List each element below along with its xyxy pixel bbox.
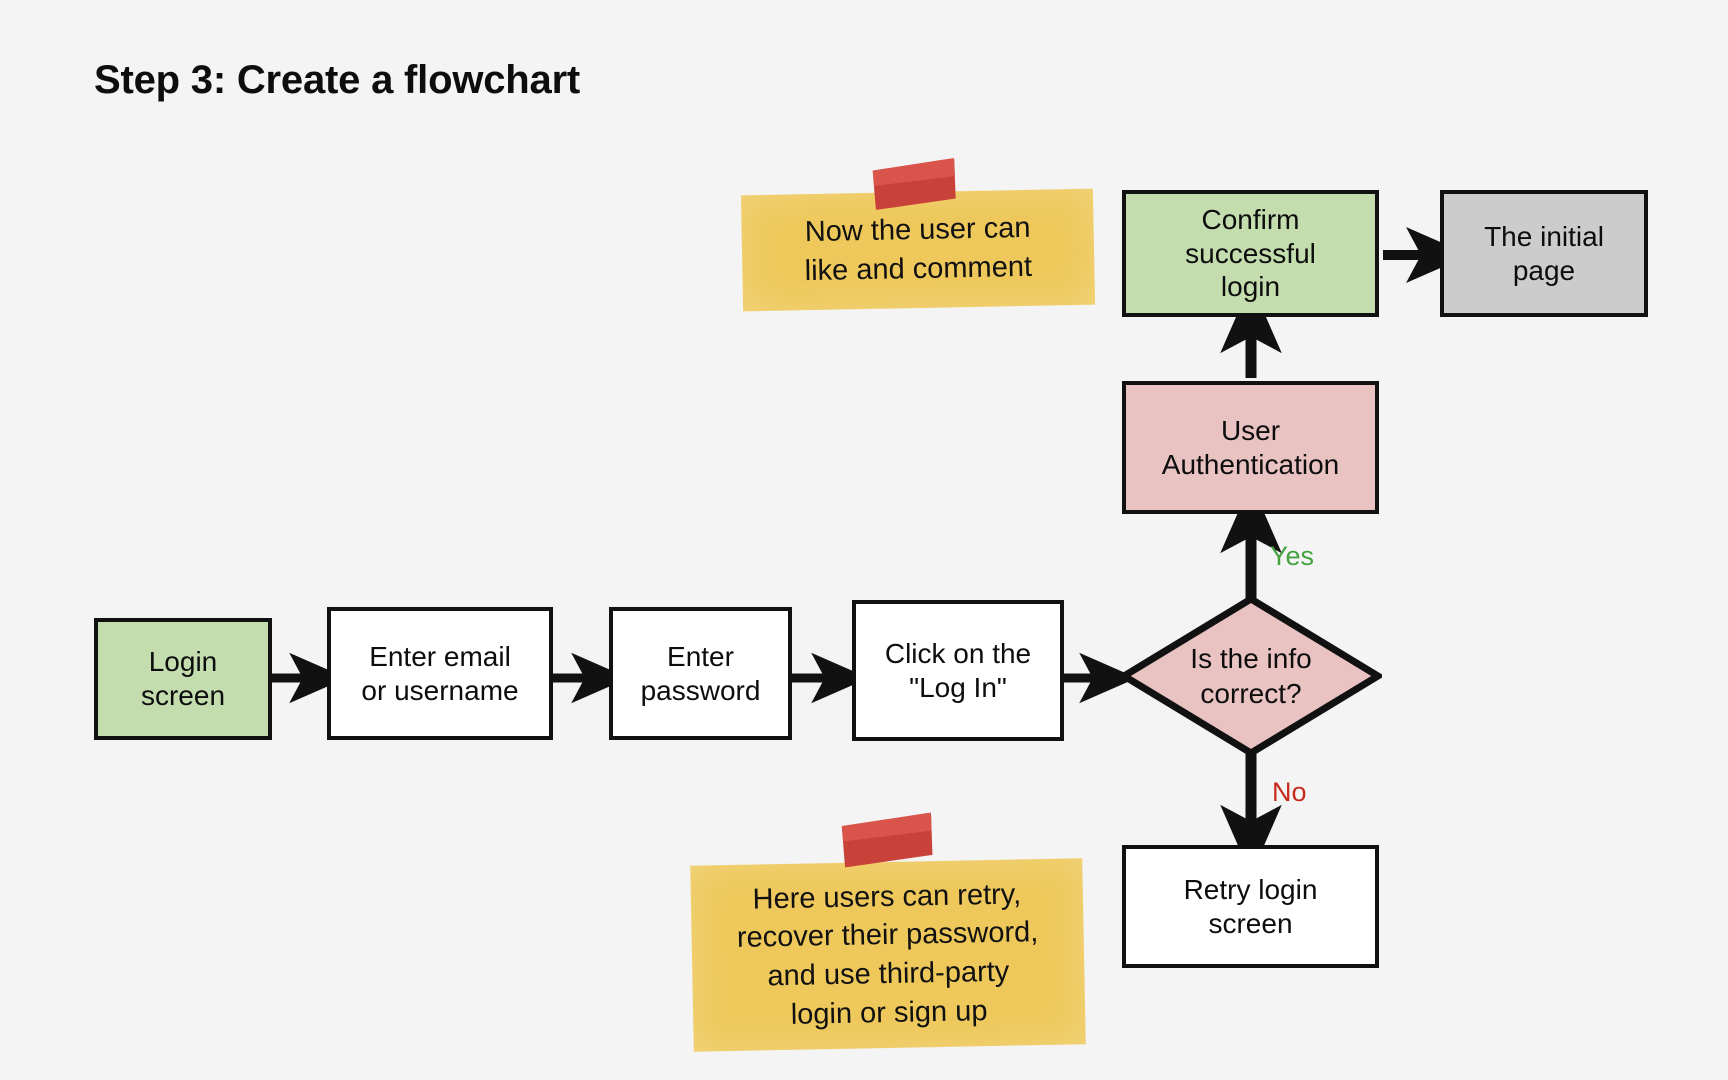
node-confirm-successful-login[interactable]: Confirm successful login — [1122, 190, 1379, 317]
node-enter-email[interactable]: Enter email or username — [327, 607, 553, 740]
node-enter-password[interactable]: Enter password — [609, 607, 792, 740]
node-click-login[interactable]: Click on the "Log In" — [852, 600, 1064, 741]
edge-label-yes: Yes — [1270, 541, 1315, 571]
sticky-note-bottom[interactable]: Here users can retry, recover their pass… — [690, 858, 1086, 1052]
node-login-screen[interactable]: Login screen — [94, 618, 272, 740]
node-user-authentication[interactable]: User Authentication — [1122, 381, 1379, 514]
page-title: Step 3: Create a flowchart — [94, 58, 581, 102]
edge-label-no: No — [1272, 777, 1307, 807]
node-is-info-correct[interactable]: Is the info correct? — [1120, 595, 1382, 757]
node-the-initial-page[interactable]: The initial page — [1440, 190, 1648, 317]
sticky-note-bottom-text: Here users can retry, recover their pass… — [736, 878, 1039, 1031]
sticky-note-top[interactable]: Now the user can like and comment — [740, 188, 1096, 312]
diamond-shape — [1120, 595, 1382, 757]
node-retry-login-screen[interactable]: Retry login screen — [1122, 845, 1379, 968]
sticky-note-top-text: Now the user can like and comment — [804, 212, 1033, 288]
